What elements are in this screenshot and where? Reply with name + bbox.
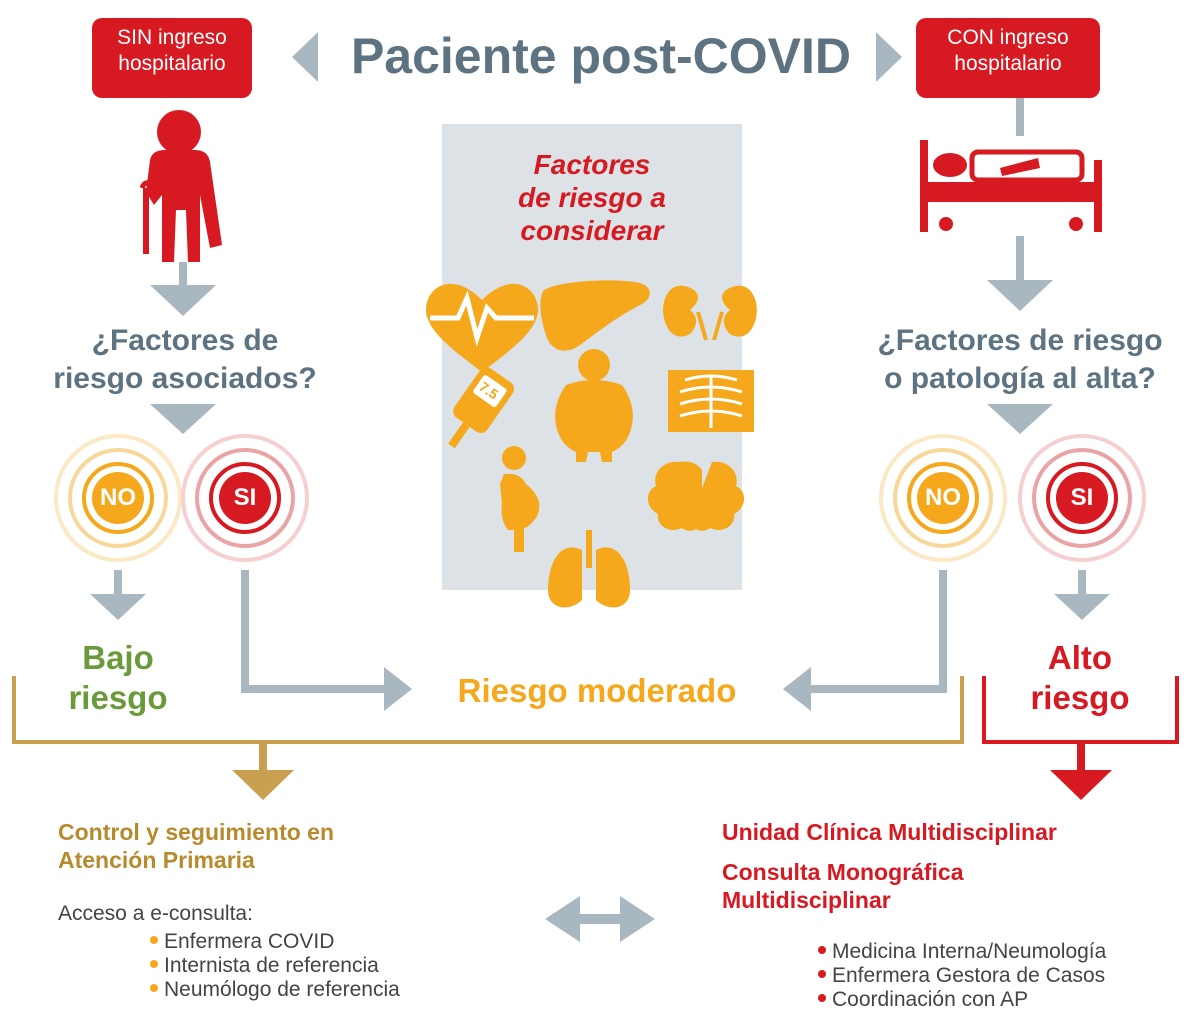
- list-item: Enfermera COVID: [150, 930, 400, 954]
- primary-care-title-line2: Atención Primaria: [58, 847, 255, 873]
- specialist-title2: Consulta Monográfica Multidisciplinar: [722, 858, 964, 914]
- specialist-title1: Unidad Clínica Multidisciplinar: [722, 819, 1057, 845]
- arrow-down-specialist: [1050, 770, 1112, 800]
- arrow-right-left-si: [384, 667, 412, 711]
- chest-xray-icon: [668, 370, 754, 432]
- brain-icon: [647, 461, 745, 531]
- low-risk-label: Bajo riesgo: [38, 638, 198, 718]
- risk-factors-title-line1: Factores: [533, 149, 651, 180]
- liver-icon: [540, 280, 650, 351]
- arrow-down-person: [150, 285, 216, 316]
- moderate-risk-label: Riesgo moderado: [457, 672, 737, 709]
- con-ingreso-box: CON ingreso hospitalario: [916, 18, 1100, 98]
- right-no-circle: [879, 434, 1007, 562]
- list-item: Internista de referencia: [150, 954, 400, 978]
- primary-care-intro: Acceso a e-consulta:: [58, 902, 253, 925]
- obesity-icon: [555, 349, 633, 462]
- elderly-person-icon: [139, 110, 222, 262]
- high-risk-line1: Alto: [1047, 639, 1113, 676]
- specialist-title2-line1: Consulta Monográfica: [722, 859, 964, 885]
- left-si-label: SI: [233, 484, 257, 511]
- left-si-circle: [181, 434, 309, 562]
- low-risk-line2: riesgo: [68, 679, 168, 716]
- arrow-left-right-no: [783, 667, 811, 711]
- right-question: ¿Factores de riesgo o patología al alta?: [850, 322, 1190, 398]
- sin-ingreso-label: SIN ingreso hospitalario: [117, 26, 227, 75]
- left-question-line1: ¿Factores de: [91, 324, 279, 357]
- bidirectional-arrow: [545, 896, 655, 942]
- title-right-arrow: [876, 32, 902, 82]
- risk-factors-title: Factores de riesgo a considerar: [442, 148, 742, 247]
- sin-ingreso-box: SIN ingreso hospitalario: [92, 18, 252, 98]
- list-item: Coordinación con AP: [818, 988, 1106, 1012]
- arrow-down-right-question: [987, 404, 1053, 434]
- primary-care-title-line1: Control y seguimiento en: [58, 819, 335, 845]
- left-no-label: NO: [100, 484, 136, 511]
- primary-care-title: Control y seguimiento en Atención Primar…: [58, 818, 334, 874]
- high-risk-line2: riesgo: [1030, 679, 1130, 716]
- page-title: Paciente post-COVID: [350, 28, 852, 84]
- arrow-down-right-si: [1054, 594, 1110, 620]
- pregnancy-icon: [500, 446, 540, 552]
- arrow-down-left-question: [150, 404, 216, 434]
- title-left-arrow: [292, 32, 318, 82]
- primary-care-list: Enfermera COVID Internista de referencia…: [150, 930, 400, 1002]
- specialist-title2-line2: Multidisciplinar: [722, 887, 891, 913]
- glucometer-icon: [448, 367, 515, 449]
- low-risk-line1: Bajo: [82, 639, 154, 676]
- list-item: Enfermera Gestora de Casos: [818, 964, 1106, 988]
- right-no-label: NO: [925, 484, 961, 511]
- risk-factors-title-line2: de riesgo a: [518, 182, 666, 213]
- high-risk-label: Alto riesgo: [1000, 638, 1160, 718]
- right-question-line2: o patología al alta?: [884, 362, 1156, 395]
- arrow-down-primary-care: [232, 770, 294, 800]
- lungs-icon: [548, 530, 630, 608]
- left-question-line2: riesgo asociados?: [53, 362, 317, 395]
- left-no-circle: [54, 434, 182, 562]
- right-si-label: SI: [1070, 484, 1094, 511]
- list-item: Neumólogo de referencia: [150, 978, 400, 1002]
- right-question-line1: ¿Factores de riesgo: [877, 324, 1163, 357]
- right-si-circle: [1018, 434, 1146, 562]
- list-item: Medicina Interna/Neumología: [818, 940, 1106, 964]
- con-ingreso-label: CON ingreso hospitalario: [947, 26, 1069, 75]
- arrow-down-left-no: [90, 594, 146, 620]
- specialist-list: Medicina Interna/Neumología Enfermera Ge…: [818, 940, 1106, 1012]
- kidneys-icon: [663, 285, 698, 337]
- risk-factors-title-line3: considerar: [520, 215, 664, 246]
- hospital-bed-icon: [920, 140, 1102, 232]
- left-question: ¿Factores de riesgo asociados?: [20, 322, 350, 398]
- arrow-down-bed: [987, 280, 1053, 311]
- moderate-bracket: [12, 676, 964, 744]
